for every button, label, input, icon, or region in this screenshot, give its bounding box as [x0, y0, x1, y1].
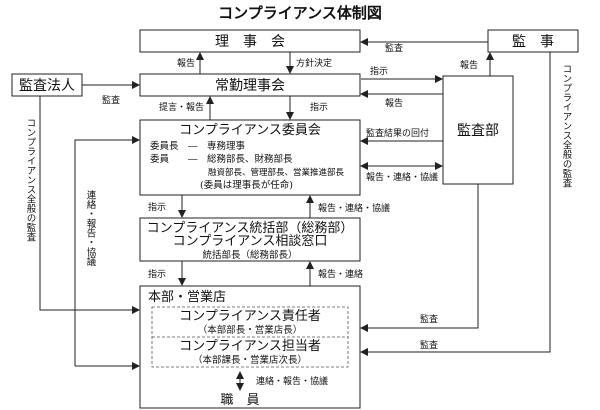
standing-board-label: 常勤理事会	[215, 78, 285, 94]
standing-board-box	[139, 73, 361, 97]
label-policy: 方針決定	[296, 57, 332, 69]
coordination-line1: コンプライアンス統括部（総務部）	[147, 221, 354, 236]
label-left-vertical-contact: 連絡・報告・協議	[85, 189, 97, 267]
committee-title: コンプライアンス委員会	[179, 123, 321, 138]
branch-person-sub: （本部課長・営業店次長）	[193, 354, 307, 366]
committee-members: 委員 ― 総務部長、財務部長	[150, 153, 293, 165]
committee-chair: 委員長 ― 専務理事	[150, 140, 246, 152]
coordination-line3: 統括部長（総務部長）	[202, 249, 297, 261]
auditor-box	[487, 29, 579, 53]
label-instruct-branch: 指示	[148, 268, 166, 280]
audit-dept-box	[442, 75, 514, 185]
label-audit-branch1: 監査	[420, 313, 438, 325]
branch-header: 本部・営業店	[148, 289, 226, 305]
label-report-contact-consult2: 報告・連絡・協議	[318, 202, 390, 214]
label-audit-corp: 監査	[102, 94, 120, 106]
board-label: 理 事 会	[215, 34, 285, 50]
branch-box	[139, 285, 361, 409]
label-audit-board: 監査	[385, 42, 403, 54]
diagram-title: コンプライアンス体制図	[218, 4, 382, 22]
branch-resp-sub: （本部部長・営業店長）	[198, 324, 303, 336]
label-audit-result: 監査結果の回付	[366, 127, 429, 139]
label-report-contact-consult: 報告・連絡・協議	[366, 171, 438, 183]
label-report-board: 報告	[177, 57, 195, 69]
branch-resp-title: コンプライアンス責任者	[179, 309, 321, 324]
auditor-label: 監 事	[512, 33, 554, 50]
staff-label: 職 員	[220, 393, 259, 408]
committee-note: (委員は理事長が任命)	[200, 179, 293, 191]
path-audit-dept-down	[400, 184, 479, 329]
committee-box	[139, 119, 361, 196]
committee-members-cont: 融資部長、管理部長、営業推進部長	[208, 167, 345, 178]
label-right-vertical-audit: コンプライアンス全般の監査	[561, 64, 573, 188]
branch-person-title: コンプライアンス担当者	[179, 339, 321, 354]
path-audit-corp-down	[39, 96, 70, 311]
label-audit-branch2: 監査	[420, 339, 438, 351]
label-instruct-coord: 指示	[148, 201, 166, 213]
path-auditor-down	[400, 52, 551, 353]
audit-corp-label: 監査法人	[19, 77, 75, 94]
coordination-box	[139, 217, 361, 262]
label-report-auditor: 報告	[460, 59, 478, 71]
coordination-line2: コンプライアンス相談窓口	[173, 233, 328, 249]
label-staff-contact: 連絡・報告・協議	[256, 375, 328, 387]
label-left-vertical-audit: コンプライアンス全般の監査	[25, 118, 37, 242]
label-instruct-committee: 指示	[310, 101, 328, 113]
audit-dept-label: 監査部	[457, 122, 499, 139]
label-report-standing: 報告	[385, 97, 403, 109]
label-instruct-top: 指示	[370, 65, 388, 77]
label-propose-report: 提言・報告	[159, 101, 204, 113]
label-report-contact: 報告・連絡	[318, 268, 363, 280]
